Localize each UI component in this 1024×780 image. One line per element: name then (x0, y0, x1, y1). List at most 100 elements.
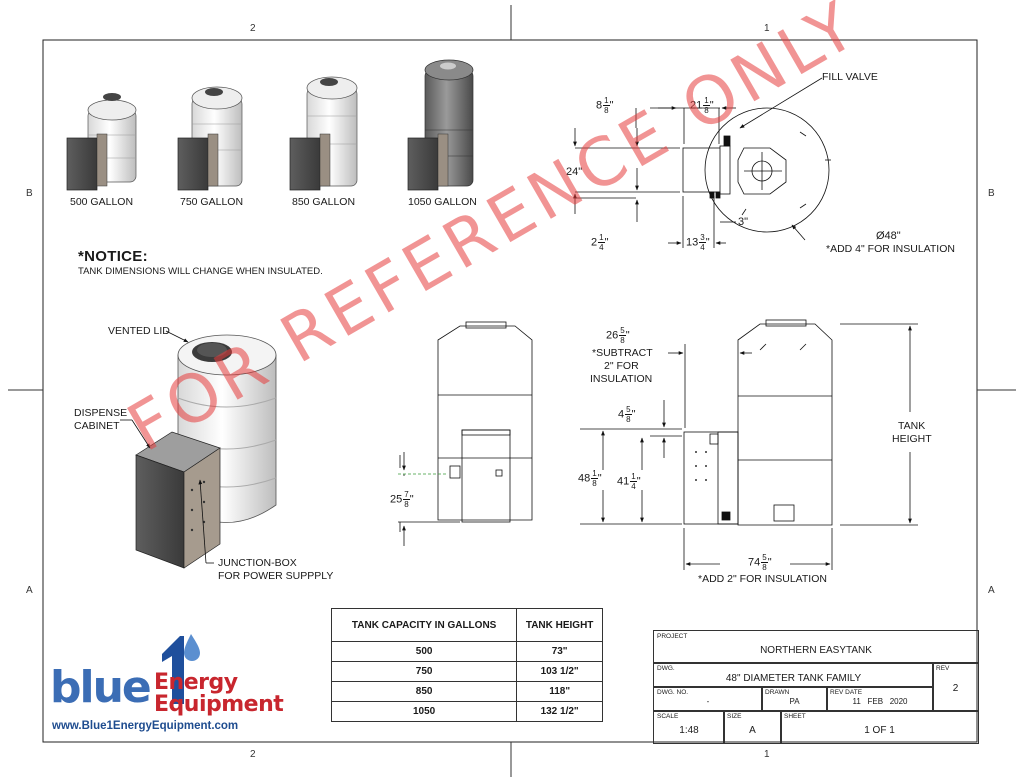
tb-project: PROJECT NORTHERN EASYTANK (653, 630, 979, 664)
tb-rev-date: REV DATE 11 FEB 2020 (826, 686, 934, 712)
tb-drawn: DRAWN PA (761, 686, 828, 712)
subtract-note-3: INSULATION (590, 373, 653, 385)
zone-right-b: B (988, 188, 995, 199)
model-label-850: 850 GALLON (292, 196, 356, 208)
notice-title: *NOTICE: (78, 248, 148, 265)
capacity-table: TANK CAPACITY IN GALLONS TANK HEIGHT 500… (330, 608, 603, 722)
capacity-cell: 850 (330, 681, 518, 702)
model-850-drawing (289, 76, 358, 191)
logo-word-energy: Energy (154, 670, 238, 695)
sheet-border (42, 39, 978, 743)
dispense-cabinet-label-1: DISPENSE (74, 407, 128, 419)
tb-rev-date-caption: REV DATE (830, 689, 863, 696)
tb-dwg-caption: DWG. (657, 665, 675, 672)
tb-rev-caption: REV (936, 665, 950, 672)
table-row: 750 103 1/2" (330, 661, 603, 682)
capacity-cell: 750 (330, 661, 518, 682)
tb-drawn-value: PA (789, 697, 800, 706)
dispense-cabinet-label-2: CABINET (74, 420, 120, 432)
tb-dwg: DWG. 48" DIAMETER TANK FAMILY (653, 662, 934, 688)
tb-scale-caption: SCALE (657, 713, 679, 720)
zone-left-a: A (26, 585, 33, 596)
tb-scale-value: 1:48 (679, 725, 699, 736)
top-view-drawing (573, 77, 831, 248)
zone-bottom-2: 2 (250, 749, 256, 760)
height-cell: 103 1/2" (516, 661, 603, 682)
tank-height-label-2: HEIGHT (892, 433, 932, 445)
model-label-750: 750 GALLON (180, 196, 244, 208)
tb-dwg-no-value: - (706, 697, 710, 706)
tb-size: SIZE A (723, 710, 782, 744)
capacity-cell: 1050 (330, 701, 518, 722)
tb-dwg-no-caption: DWG. NO. (657, 689, 689, 696)
zone-bottom-1: 1 (764, 749, 770, 760)
logo-word-equipment: Equipment (154, 692, 284, 717)
width-insulation-note: *ADD 2" FOR INSULATION (698, 573, 827, 585)
logo-word-blue: blue (50, 662, 152, 713)
table-row: 1050 132 1/2" (330, 701, 603, 722)
tb-dwg-no: DWG. NO. - (653, 686, 763, 712)
tb-rev-date-value: 11 FEB 2020 (852, 697, 908, 706)
tb-drawn-caption: DRAWN (765, 689, 790, 696)
notice-text: TANK DIMENSIONS WILL CHANGE WHEN INSULAT… (78, 266, 323, 277)
model-500-drawing (66, 93, 137, 191)
tb-project-value: NORTHERN EASYTANK (760, 645, 872, 656)
side-view-drawing (580, 319, 918, 570)
front-view-drawing (398, 321, 533, 546)
model-750-drawing (177, 86, 243, 191)
capacity-cell: 500 (330, 641, 518, 662)
tb-project-caption: PROJECT (657, 633, 688, 640)
logo-url: www.Blue1EnergyEquipment.com (52, 720, 239, 732)
iso-view-drawing (120, 330, 277, 569)
vented-lid-label: VENTED LID (108, 325, 170, 337)
subtract-note-1: *SUBTRACT (592, 347, 653, 359)
tb-sheet: SHEET 1 OF 1 (780, 710, 979, 744)
height-cell: 132 1/2" (516, 701, 603, 722)
tank-height-label-1: TANK (898, 420, 926, 432)
height-cell: 73" (516, 641, 603, 662)
height-cell: 118" (516, 681, 603, 702)
table-row: 500 73" (330, 641, 603, 662)
junction-box-label-1: JUNCTION-BOX (218, 557, 297, 569)
fill-valve-label: FILL VALVE (822, 71, 878, 83)
tb-sheet-value: 1 OF 1 (864, 725, 895, 736)
zone-right-a: A (988, 585, 995, 596)
model-label-500: 500 GALLON (70, 196, 134, 208)
junction-box-label-2: FOR POWER SUPPPLY (218, 570, 334, 582)
dim-3: 3" (738, 216, 749, 228)
model-1050-drawing (407, 59, 474, 191)
zone-left-b: B (26, 188, 33, 199)
tb-sheet-caption: SHEET (784, 713, 806, 720)
model-label-1050: 1050 GALLON (408, 196, 477, 208)
zone-ticks (8, 5, 1016, 777)
tb-size-caption: SIZE (727, 713, 742, 720)
zone-top-1: 1 (764, 23, 770, 34)
subtract-note-2: 2" FOR (604, 360, 639, 372)
table-row: 850 118" (330, 681, 603, 702)
company-logo: blue Energy Equipment www.Blue1EnergyEqu… (50, 634, 290, 740)
header-height: TANK HEIGHT (516, 608, 603, 642)
logo-droplet-icon (162, 634, 200, 704)
tb-rev-value: 2 (952, 683, 959, 694)
tb-size-value: A (749, 725, 756, 736)
tb-dwg-value: 48" DIAMETER TANK FAMILY (725, 673, 862, 684)
tb-scale: SCALE 1:48 (653, 710, 725, 744)
diameter-insulation-note: *ADD 4" FOR INSULATION (826, 243, 955, 255)
diameter-label: Ø48" (876, 230, 901, 242)
dim-24: 24" (566, 166, 583, 178)
tb-rev: REV 2 (932, 662, 979, 712)
header-capacity: TANK CAPACITY IN GALLONS (330, 608, 518, 642)
zone-top-2: 2 (250, 23, 256, 34)
capacity-table-header: TANK CAPACITY IN GALLONS TANK HEIGHT (330, 608, 603, 642)
